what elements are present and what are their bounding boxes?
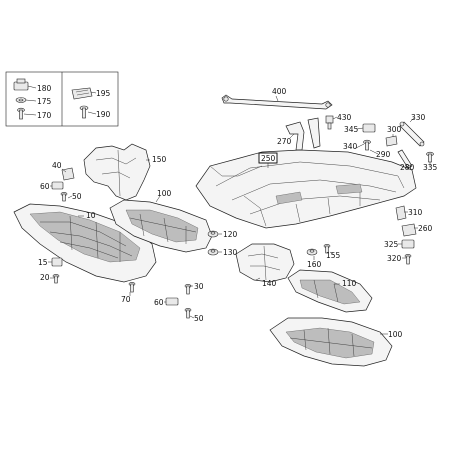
callout-280[interactable]: 280: [400, 163, 415, 172]
callout-120[interactable]: 120: [223, 230, 238, 239]
callout-270[interactable]: 270: [277, 137, 292, 146]
callout-50a[interactable]: 50: [72, 192, 82, 201]
callout-195[interactable]: 195: [96, 89, 111, 98]
callout-250[interactable]: 250: [261, 154, 276, 163]
clip-60a-icon: [51, 181, 64, 190]
callout-110[interactable]: 110: [342, 279, 357, 288]
highlighted-callout-box: [258, 152, 278, 164]
bracket-330: [399, 121, 425, 147]
callout-150[interactable]: 150: [152, 155, 167, 164]
washer-175-icon: [15, 97, 27, 103]
callout-290[interactable]: 290: [376, 150, 391, 159]
screw-320-icon: [404, 254, 412, 265]
leader-lines: [23, 85, 431, 335]
bracket-270: [285, 117, 321, 151]
callout-160[interactable]: 160: [307, 260, 322, 269]
callout-260[interactable]: 260: [418, 224, 433, 233]
main-underbody-panel: [195, 149, 417, 229]
callout-60b[interactable]: 60: [154, 298, 164, 307]
callout-100b[interactable]: 100: [388, 330, 403, 339]
callout-325[interactable]: 325: [384, 240, 399, 249]
callout-320[interactable]: 320: [387, 254, 402, 263]
callout-30[interactable]: 30: [194, 282, 204, 291]
callout-labels: 180 175 170 195 190 400 430 345 330 300 …: [37, 84, 438, 339]
link-280: [397, 149, 413, 169]
grommet-130-icon: [207, 248, 219, 256]
screw-190-icon: [79, 105, 89, 119]
clip-195-icon: [71, 87, 93, 100]
callout-70[interactable]: 70: [121, 295, 131, 304]
callout-330[interactable]: 330: [411, 113, 426, 122]
clip-300-icon: [385, 135, 398, 147]
clip-15-icon: [51, 257, 63, 267]
screw-50b-icon: [184, 308, 192, 319]
callout-50b[interactable]: 50: [194, 314, 204, 323]
duct-140: [235, 243, 295, 283]
callout-60a[interactable]: 60: [40, 182, 50, 191]
callout-340[interactable]: 340: [343, 142, 358, 151]
callout-130[interactable]: 130: [223, 248, 238, 257]
clip-325-icon: [401, 239, 415, 249]
strut-rod-400: [221, 94, 333, 110]
screw-155-icon: [323, 244, 331, 254]
screw-335-icon: [426, 151, 434, 163]
callout-40[interactable]: 40: [52, 161, 62, 170]
screw-50a-icon: [60, 192, 68, 202]
callout-20[interactable]: 20: [40, 273, 50, 282]
screw-290-icon: [363, 139, 371, 151]
callout-170[interactable]: 170: [37, 111, 52, 120]
callout-100a[interactable]: 100: [157, 189, 172, 198]
clip-345-icon: [362, 123, 376, 133]
center-panel-100a: [109, 199, 213, 253]
clip-180-icon: [13, 78, 29, 91]
clip-60b-icon: [165, 297, 179, 306]
callout-15[interactable]: 15: [38, 258, 48, 267]
clip-310-icon: [395, 205, 407, 221]
air-duct-150: [83, 143, 151, 201]
callout-180[interactable]: 180: [37, 84, 52, 93]
callout-335[interactable]: 335: [423, 163, 438, 172]
clip-40-icon: [61, 167, 75, 181]
washer-160-icon: [306, 248, 318, 256]
bracket-260-icon: [401, 223, 417, 237]
callout-140[interactable]: 140: [262, 279, 277, 288]
nut-430-icon: [325, 115, 334, 130]
fastener-inset-box: [5, 71, 119, 127]
callout-345[interactable]: 345: [344, 125, 359, 134]
callout-310[interactable]: 310: [408, 208, 423, 217]
rear-panel-110: [287, 269, 373, 313]
screw-170-icon: [17, 107, 25, 120]
callout-175[interactable]: 175: [37, 97, 52, 106]
screw-70-icon: [128, 282, 136, 293]
callout-400[interactable]: 400: [272, 87, 287, 96]
callout-190[interactable]: 190: [96, 110, 111, 119]
screw-20-icon: [52, 274, 60, 284]
callout-10[interactable]: 10: [86, 211, 96, 220]
callout-300[interactable]: 300: [387, 125, 402, 134]
callout-430[interactable]: 430: [337, 113, 352, 122]
grommet-120-icon: [207, 230, 219, 238]
rear-panel-100b: [269, 317, 393, 367]
callout-155[interactable]: 155: [326, 251, 341, 260]
